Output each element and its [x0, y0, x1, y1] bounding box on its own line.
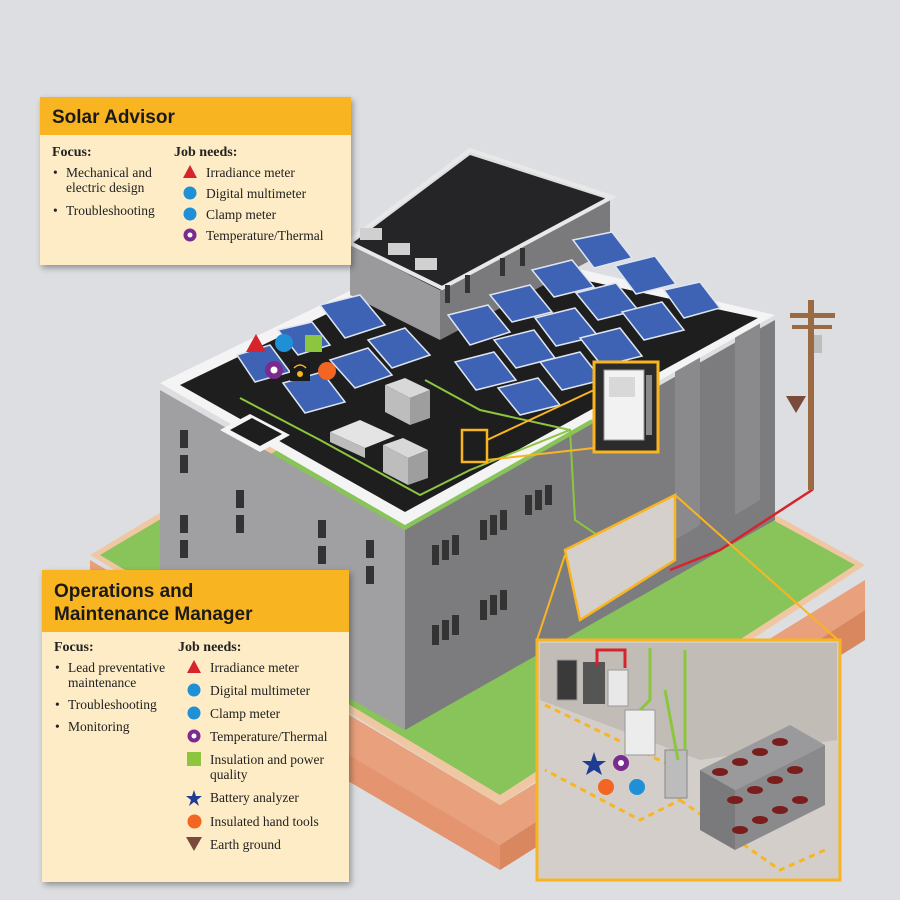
job-needs-title: Job needs: — [174, 145, 238, 160]
om-manager-focus: Focus: Lead preventative maintenance Tro… — [54, 640, 178, 741]
job-need-label: Insulation and power quality — [210, 752, 324, 782]
job-need-item: Digital multimeter — [178, 683, 346, 698]
job-need-label: Irradiance meter — [206, 165, 295, 180]
roof — [180, 252, 758, 512]
job-need-label: Digital multimeter — [206, 186, 307, 201]
job-need-item: Insulation and power quality — [178, 752, 346, 782]
blue-star-icon — [178, 790, 210, 806]
job-need-label: Temperature/Thermal — [206, 228, 324, 243]
job-need-item: Irradiance meter — [174, 165, 349, 180]
job-need-item: Irradiance meter — [178, 660, 346, 675]
earth-ground-marker — [786, 396, 806, 413]
solar-advisor-card: Solar Advisor Focus: Mechanical and elec… — [40, 97, 351, 265]
left-windows — [180, 430, 374, 584]
job-need-label: Digital multimeter — [210, 683, 311, 698]
job-need-label: Temperature/Thermal — [210, 729, 328, 744]
job-need-label: Clamp meter — [206, 207, 277, 222]
battery-room-highlight — [563, 492, 677, 623]
blue-circle-icon — [174, 186, 206, 200]
om-manager-title-line2: Maintenance Manager — [54, 604, 253, 625]
purple-ring-icon — [174, 228, 206, 242]
roof-tool-markers — [246, 334, 336, 381]
focus-item: Troubleshooting — [54, 697, 178, 712]
job-need-label: Earth ground — [210, 837, 281, 852]
focus-item: Monitoring — [54, 719, 178, 734]
focus-title: Focus: — [52, 145, 92, 160]
focus-item: Troubleshooting — [52, 203, 174, 218]
om-manager-job-needs: Job needs: Irradiance meter Digital mult… — [178, 640, 346, 860]
inverter-small-highlight — [460, 428, 489, 464]
blue-circle-icon — [178, 706, 210, 720]
solar-advisor-header: Solar Advisor — [40, 97, 351, 135]
inverter-callout — [592, 360, 660, 454]
blue-circle-icon — [174, 207, 206, 221]
job-need-item: Temperature/Thermal — [178, 729, 346, 744]
job-need-item: Battery analyzer — [178, 790, 346, 806]
hvac-units — [330, 378, 430, 485]
focus-title: Focus: — [54, 640, 94, 655]
penthouse — [344, 147, 618, 340]
job-need-label: Clamp meter — [210, 706, 281, 721]
solar-advisor-job-needs: Job needs: Irradiance meter Digital mult… — [174, 145, 349, 249]
job-need-item: Digital multimeter — [174, 186, 349, 201]
job-need-label: Battery analyzer — [210, 790, 299, 805]
brown-triangle-icon — [178, 837, 210, 851]
job-needs-title: Job needs: — [178, 640, 242, 655]
job-need-label: Irradiance meter — [210, 660, 299, 675]
red-triangle-icon — [174, 165, 206, 178]
job-need-label: Insulated hand tools — [210, 814, 319, 829]
orange-circle-icon — [178, 814, 210, 829]
callout-tool-markers — [582, 752, 645, 795]
red-triangle-icon — [178, 660, 210, 673]
job-need-item: Temperature/Thermal — [174, 228, 349, 243]
job-need-item: Clamp meter — [178, 706, 346, 721]
battery-room-callout — [535, 638, 842, 882]
focus-item: Mechanical and electric design — [52, 165, 174, 195]
om-manager-header: Operations and Maintenance Manager — [42, 570, 349, 632]
dc-wiring — [239, 397, 613, 546]
purple-ring-icon — [178, 729, 210, 743]
focus-item: Lead preventative maintenance — [54, 660, 178, 690]
om-manager-title-line1: Operations and — [54, 581, 194, 602]
solar-advisor-title: Solar Advisor — [52, 107, 175, 128]
green-square-icon — [178, 752, 210, 766]
blue-circle-icon — [178, 683, 210, 697]
job-need-item: Insulated hand tools — [178, 814, 346, 829]
om-manager-card: Operations and Maintenance Manager Focus… — [42, 570, 349, 882]
solar-advisor-focus: Focus: Mechanical and electric design Tr… — [52, 145, 174, 226]
job-need-item: Clamp meter — [174, 207, 349, 222]
utility-pole — [790, 300, 835, 490]
job-need-item: Earth ground — [178, 837, 346, 852]
solar-panels — [235, 231, 722, 416]
